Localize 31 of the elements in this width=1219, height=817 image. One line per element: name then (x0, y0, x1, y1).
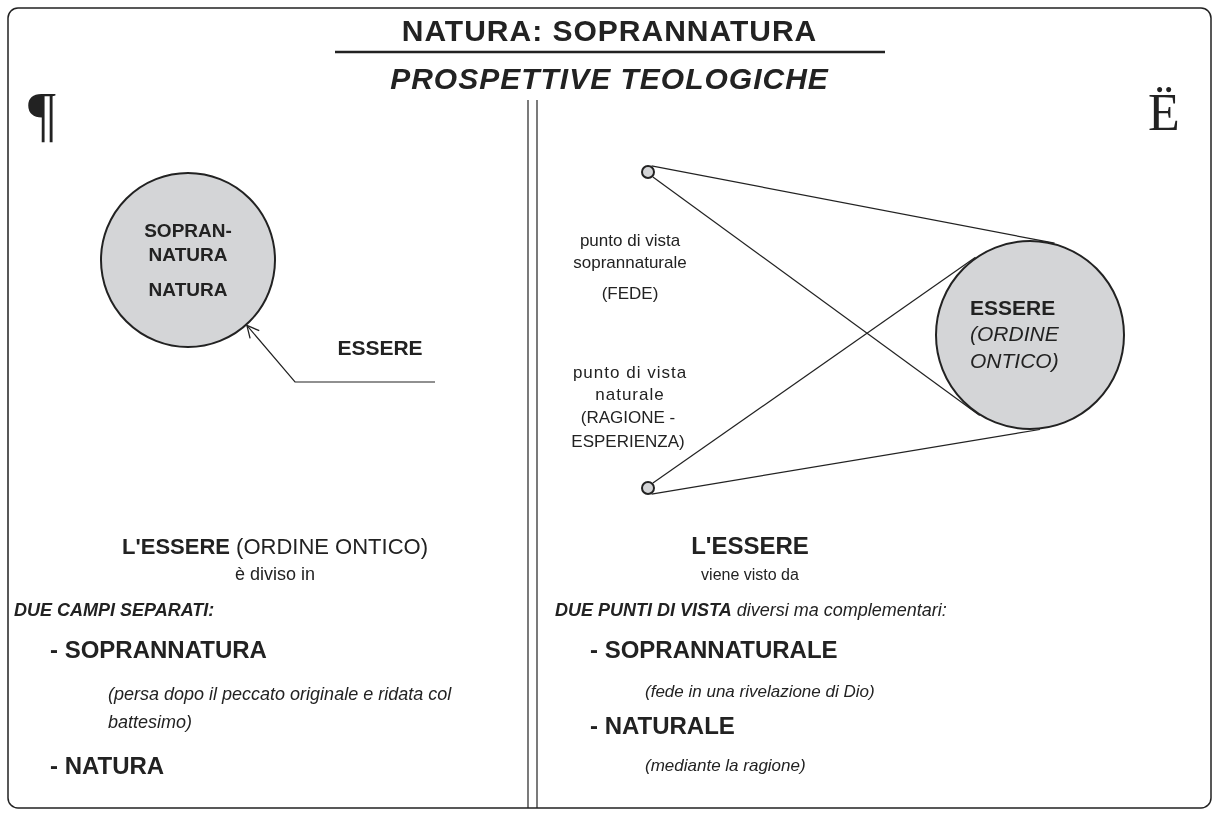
viewpoint-label: punto di vista soprannaturale (572, 230, 688, 274)
body-text: viene visto da (700, 566, 800, 584)
list-item: - NATURALE (590, 712, 735, 740)
sight-line (650, 428, 1041, 495)
heading-text: L'ESSERE (690, 532, 810, 560)
viewpoint-circle (641, 165, 655, 179)
leader-line (246, 324, 436, 383)
list-note: (persa dopo il peccato originale e ridata col battesimo) (108, 683, 453, 734)
node-text: ESSERE (337, 336, 423, 360)
heading-text: L'ESSERE (ORDINE ONTICO) (121, 534, 429, 560)
sight-line (650, 165, 1056, 244)
viewpoint-label: punto di vista naturale (571, 362, 689, 406)
viewpoint-circle (641, 481, 655, 495)
list-item: - SOPRANNATURALE (590, 636, 838, 664)
subheading-text: DUE CAMPI SEPARATI: (14, 600, 215, 621)
subtitle: PROSPETTIVE TEOLOGICHE (389, 62, 830, 96)
list-note: (fede in una rivelazione di Dio) (645, 682, 875, 702)
circle-text: SOPRAN- NATURA (143, 219, 233, 267)
circle-text: ESSERE (970, 296, 1057, 320)
page-mark: ¶ (28, 78, 57, 148)
list-item: - NATURA (50, 752, 165, 780)
body-text: è diviso in (233, 564, 316, 585)
circle-text: (ORDINE ONTICO) (970, 321, 1060, 374)
circle-text: NATURA (148, 279, 228, 301)
subheading-text: DUE PUNTI DI VISTA diversi ma complementari: (555, 600, 947, 621)
page-mark: Ë (1148, 83, 1180, 143)
viewpoint-label: (FEDE) (600, 284, 660, 304)
list-item: - SOPRANNATURA (50, 636, 267, 664)
viewpoint-label: (RAGIONE - ESPERIENZA) (570, 407, 686, 453)
title: NATURA: SOPRANNATURA (400, 14, 819, 48)
list-note: (mediante la ragione) (645, 756, 806, 776)
